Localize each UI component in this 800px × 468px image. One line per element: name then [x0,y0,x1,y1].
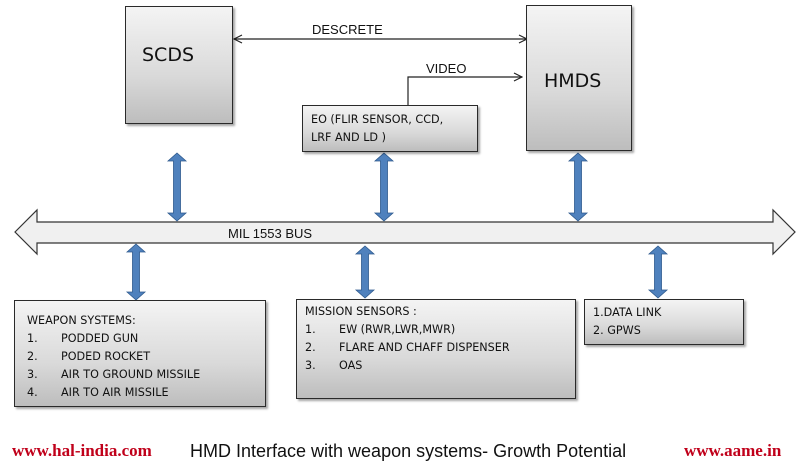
mission-item: 1.EW (RWR,LWR,MWR) [305,323,456,336]
video-connector [407,77,522,105]
video-label: VIDEO [426,61,467,76]
weapon-item: 4.AIR TO AIR MISSILE [27,386,169,399]
descrete-label: DESCRETE [312,22,383,37]
data-link-item: 1.DATA LINK [593,306,662,319]
hal-india-link[interactable]: www.hal-india.com [12,441,152,460]
weapon-systems-heading: WEAPON SYSTEMS: [27,314,136,327]
aame-link[interactable]: www.aame.in [684,441,782,460]
scds-box: SCDS [125,6,233,124]
data-link-box: 1.DATA LINK 2. GPWS [584,299,744,345]
mission-sensors-box: MISSION SENSORS : 1.EW (RWR,LWR,MWR) 2.F… [296,299,576,399]
bus-label: MIL 1553 BUS [228,226,313,241]
weapon-systems-box: WEAPON SYSTEMS: 1.PODDED GUN 2.PODED ROC… [14,300,266,407]
scds-label: SCDS [142,44,195,66]
mission-item: 2.FLARE AND CHAFF DISPENSER [305,341,510,354]
weapon-item: 2.PODED ROCKET [27,350,151,363]
footer: www.hal-india.com HMD Interface with wea… [0,441,800,465]
mission-bus-arrow [354,245,376,299]
weapon-item: 1.PODDED GUN [27,332,139,345]
eo-line-1: EO (FLIR SENSOR, CCD, [311,113,444,126]
hmds-label: HMDS [544,70,602,92]
hmds-bus-arrow [567,152,589,222]
weapons-bus-arrow [125,243,147,301]
mil-1553-bus-arrow [14,208,796,256]
datalink-bus-arrow [647,245,669,299]
scds-bus-arrow [166,152,188,222]
mission-sensors-heading: MISSION SENSORS : [305,305,417,318]
eo-bus-arrow [373,152,395,222]
weapon-item: 3.AIR TO GROUND MISSILE [27,368,201,381]
eo-line-2: LRF AND LD ) [311,131,386,144]
hmds-box: HMDS [526,5,632,151]
mission-item: 3.OAS [305,359,363,372]
diagram-canvas [14,0,796,301]
eo-sensor-box: EO (FLIR SENSOR, CCD, LRF AND LD ) [302,105,478,152]
data-link-item: 2. GPWS [593,324,641,337]
diagram-caption: HMD Interface with weapon systems- Growt… [190,441,627,461]
